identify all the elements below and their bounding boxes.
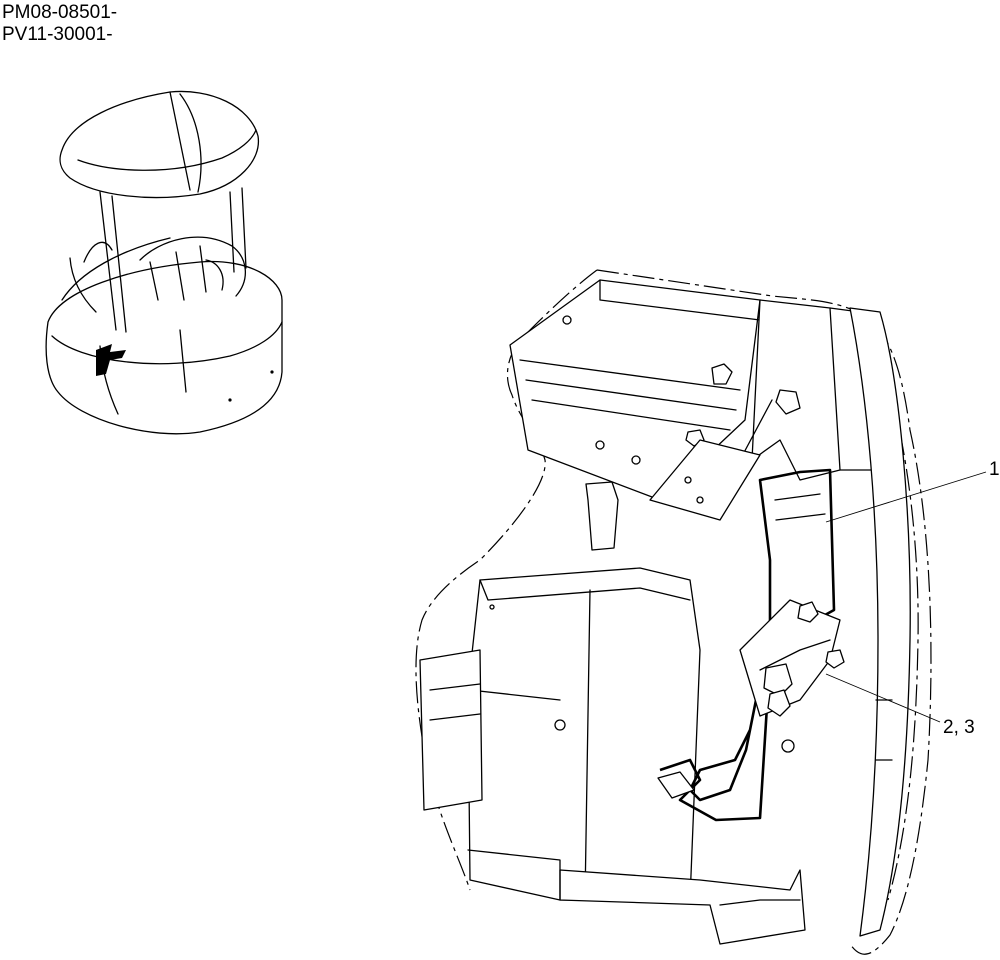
callout-1-leader-line — [825, 471, 987, 523]
serial-number-range-2: PV11-30001- — [2, 24, 113, 45]
seat-frame-assembly — [415, 269, 932, 955]
callout-1: 1 — [825, 459, 1000, 523]
callout-2-3-leader-line — [825, 673, 941, 723]
serial-number-range-1: PM08-08501- — [2, 2, 118, 23]
callout-2-3: 2, 3 — [825, 673, 975, 738]
serial-number-list: PM08-08501- PV11-30001- — [2, 2, 117, 46]
callout-2-3-label: 2, 3 — [943, 717, 975, 738]
machine-overview-illustration — [45, 90, 283, 435]
callout-1-label: 1 — [989, 459, 1000, 480]
